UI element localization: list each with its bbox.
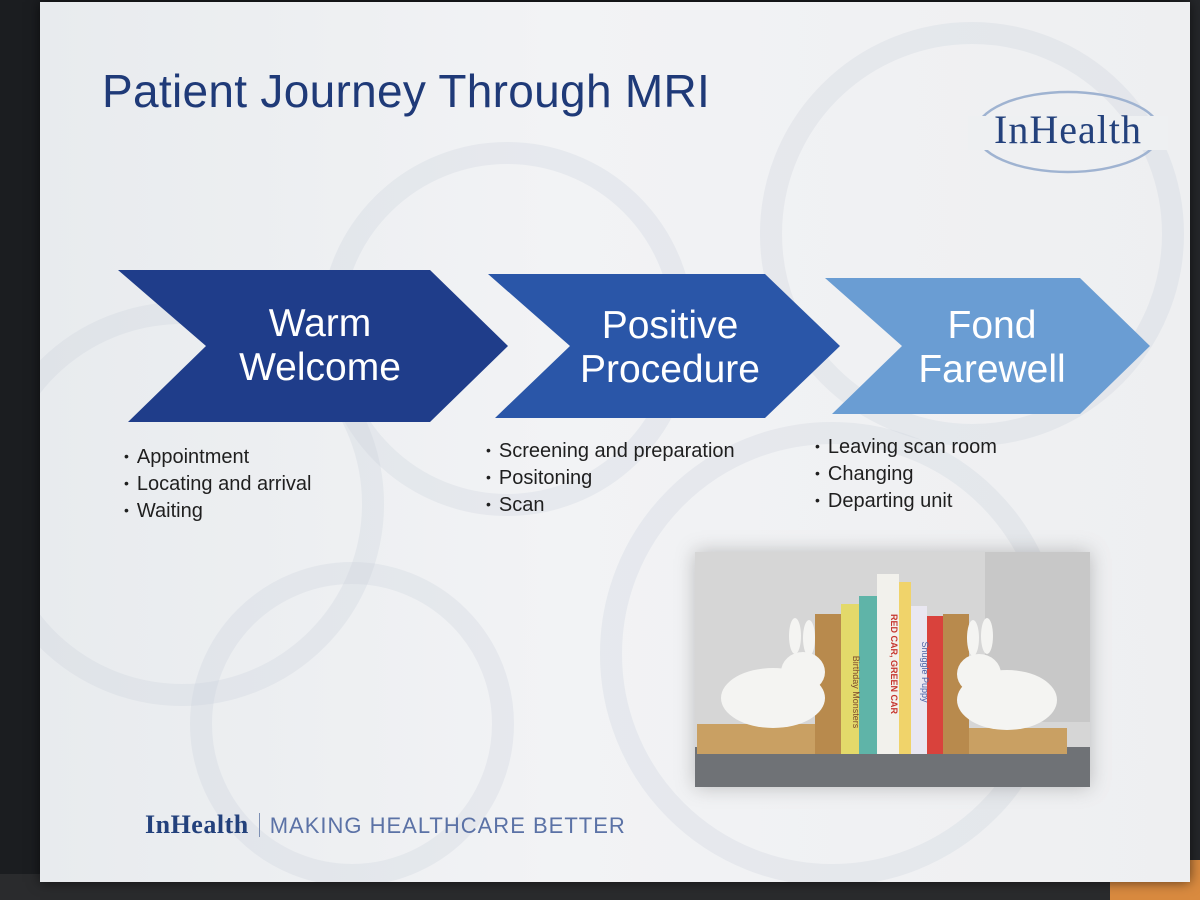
footer-tagline: MAKING HEALTHCARE BETTER [269,813,626,838]
stage-title-line1: Fond [947,304,1037,347]
list-item: Changing [815,461,997,488]
book-title: Birthday Monsters [851,656,861,729]
stage-title-line2: Procedure [580,348,760,391]
stage-label-warm-welcome: Warm Welcome [215,302,425,390]
journey-chevrons [118,270,1150,422]
list-item: Scan [486,492,735,519]
footer-brand: InHealth [145,810,249,839]
list-item: Departing unit [815,488,997,515]
bookends-photo: Birthday Monsters RED CAR, GREEN CAR Snu… [695,552,1090,787]
inhealth-logo: InHealth [968,80,1168,180]
presentation-slide: Patient Journey Through MRI InHealth War… [40,2,1190,882]
logo-swoosh-icon [968,90,1168,174]
list-item: Screening and preparation [486,438,735,465]
stage-label-positive-procedure: Positive Procedure [560,304,780,392]
chevron-fond-farewell [825,278,1150,414]
list-item: Positoning [486,465,735,492]
stage-bullets-positive-procedure: Screening and preparation Positoning Sca… [486,438,735,519]
book-title: RED CAR, GREEN CAR [889,614,899,715]
stage-title-line1: Positive [601,304,739,347]
footer-divider [258,813,260,837]
stage-title-line1: Warm [268,302,372,345]
stage-title-line2: Farewell [918,348,1066,391]
list-item: Leaving scan room [815,434,997,461]
bookends-image: Birthday Monsters RED CAR, GREEN CAR Snu… [695,552,1090,787]
chevron-warm-welcome [118,270,508,422]
stage-label-fond-farewell: Fond Farewell [902,304,1082,392]
list-item: Locating and arrival [124,471,312,498]
logo-text: InHealth [994,107,1142,152]
list-item: Appointment [124,444,311,471]
stage-bullets-fond-farewell: Leaving scan room Changing Departing uni… [815,434,997,515]
slide-title: Patient Journey Through MRI [102,65,711,117]
chevron-positive-procedure [488,274,840,418]
stage-title-line2: Welcome [239,346,401,389]
slide-footer: InHealth MAKING HEALTHCARE BETTER [145,810,626,840]
list-item: Waiting [124,498,311,525]
book-title: Snuggle Puppy [920,641,930,703]
stage-bullets-warm-welcome: Appointment Locating and arrival Waiting [124,444,312,525]
